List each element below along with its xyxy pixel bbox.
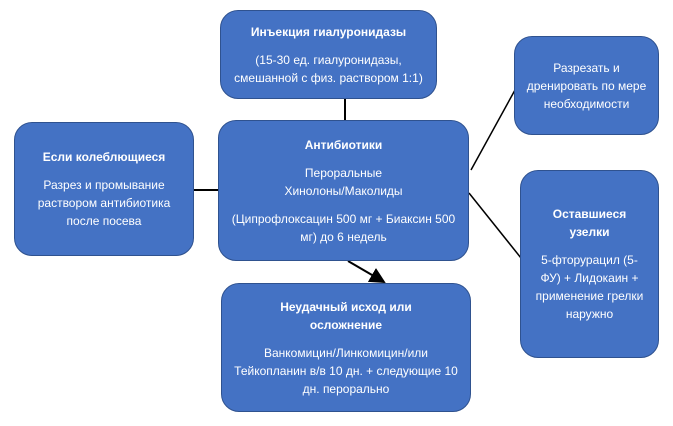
nodules-text: 5-фторурацил (5-ФУ) + Лидокаин + примене…: [535, 253, 644, 321]
antibiotics-title: Антибиотики: [304, 137, 383, 152]
injection-text: (15-30 ед. гиалуронидазы, смешанной с фи…: [234, 52, 423, 85]
connector-right-top: [470, 89, 516, 171]
injection-box: Инъекция гиалуронидазы (15-30 ед. гиалур…: [220, 10, 437, 99]
failure-box: Неудачный исход или осложнение Ванкомици…: [221, 283, 471, 412]
injection-title: Инъекция гиалуронидазы: [250, 24, 407, 39]
failure-text: Ванкомицин/Линкомицин/или Тейкопланин в/…: [234, 345, 458, 396]
nodules-title: Оставшиеся узелки: [552, 207, 627, 239]
connector-right-bottom: [468, 192, 522, 259]
failure-title: Неудачный исход или осложнение: [280, 299, 412, 332]
fluctuant-title: Если колеблющиеся: [42, 150, 166, 164]
arrow-down: [347, 260, 386, 284]
nodules-box: Оставшиеся узелки 5-фторурацил (5-ФУ) + …: [520, 170, 659, 358]
antibiotics-text1: Пероральные Хинолоны/Маколиды: [284, 165, 403, 198]
antibiotics-text2: (Ципрофлоксацин 500 мг + Биаксин 500 мг)…: [231, 211, 456, 244]
fluctuant-text: Разрез и промывание раствором антибиотик…: [37, 178, 171, 228]
drain-text: Разрезать и дренировать по мере необходи…: [526, 60, 647, 111]
fluctuant-box: Если колеблющиеся Разрез и промывание ра…: [14, 122, 194, 256]
drain-box: Разрезать и дренировать по мере необходи…: [514, 36, 659, 135]
antibiotics-box: Антибиотики Пероральные Хинолоны/Маколид…: [218, 120, 469, 261]
